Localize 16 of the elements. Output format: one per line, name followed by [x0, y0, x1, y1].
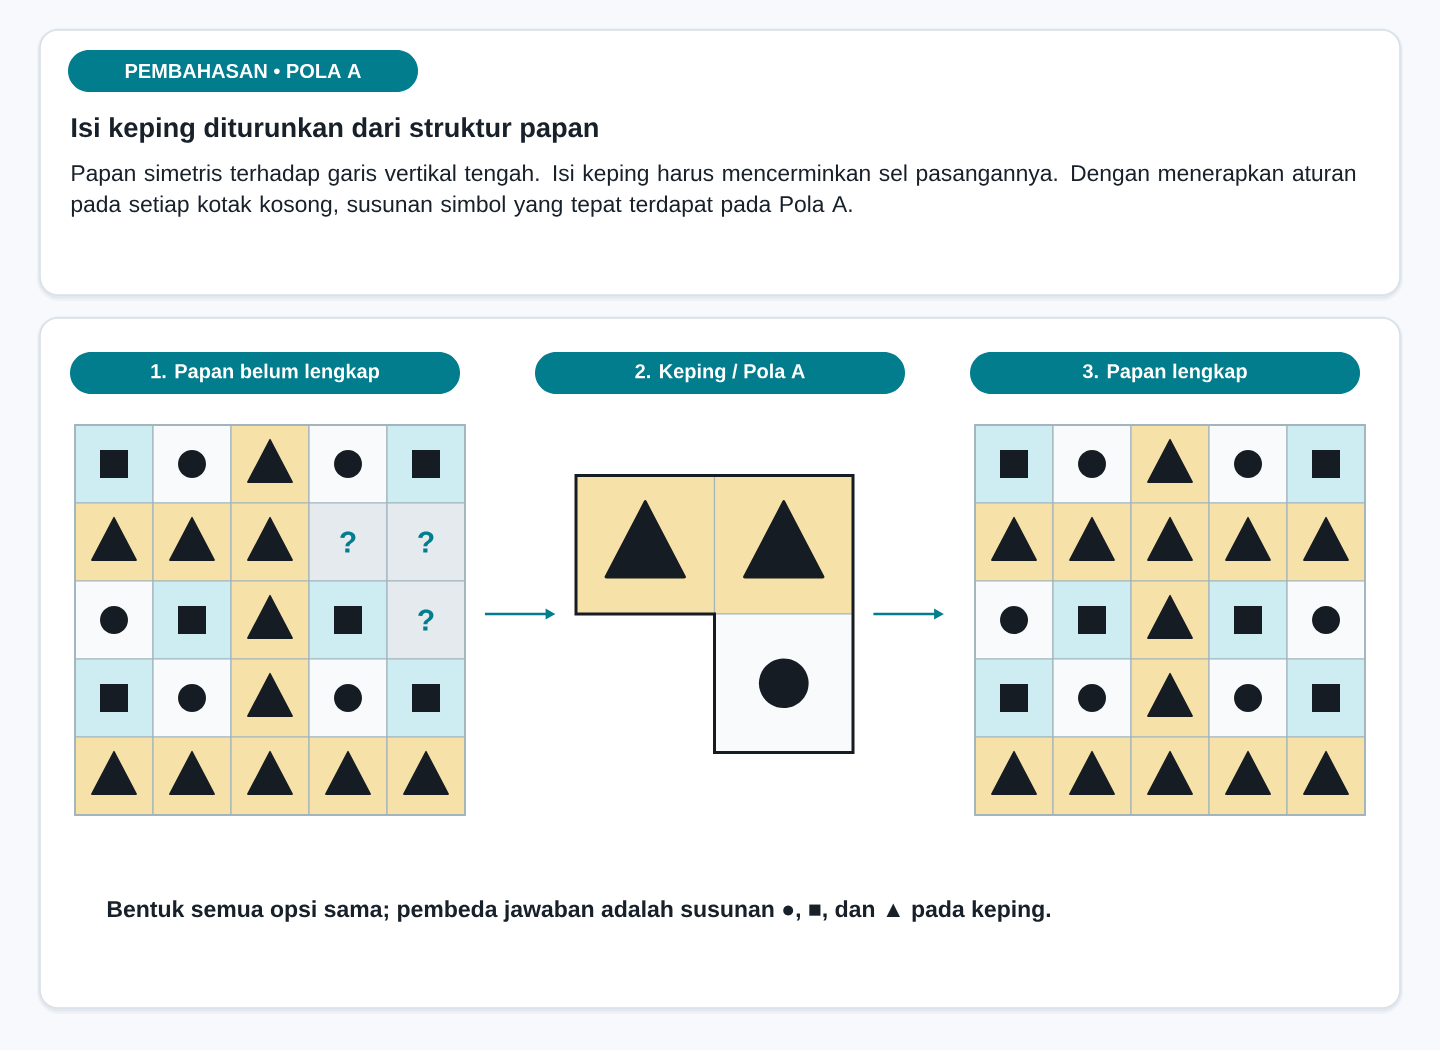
section-badge: PEMBAHASAN • POLA A: [68, 50, 418, 92]
step-header: 2. Keping / Pola A: [535, 352, 905, 394]
grid-cell: ?: [308, 502, 388, 582]
paragraph: Papan simetris terhadap garis vertikal tengah. Isi keping harus mencerminkan sel pasangannya. Dengan menerapkan aturan pada setiap kotak kosong, susunan simbol yang tepat terdapat pada Pola A.: [71, 164, 1356, 217]
board-grid: [974, 424, 1366, 816]
heading: Isi keping diturunkan dari struktur papan: [72, 117, 598, 143]
grid-cell: ?: [386, 502, 466, 582]
puzzle-piece: [574, 474, 855, 754]
board-grid: [74, 424, 466, 816]
grid-cell: ?: [386, 580, 466, 660]
step-header: 3. Papan lengkap: [970, 352, 1360, 394]
grid-cell: [713, 613, 854, 754]
step-header: 1. Papan belum lengkap: [70, 352, 460, 394]
grid-cell: [713, 474, 854, 615]
footer-note: Bentuk semua opsi sama; pembeda jawaban adalah susunan ●, ■, dan ▲ pada keping.: [107, 900, 1051, 922]
grid-cell: [575, 474, 716, 615]
